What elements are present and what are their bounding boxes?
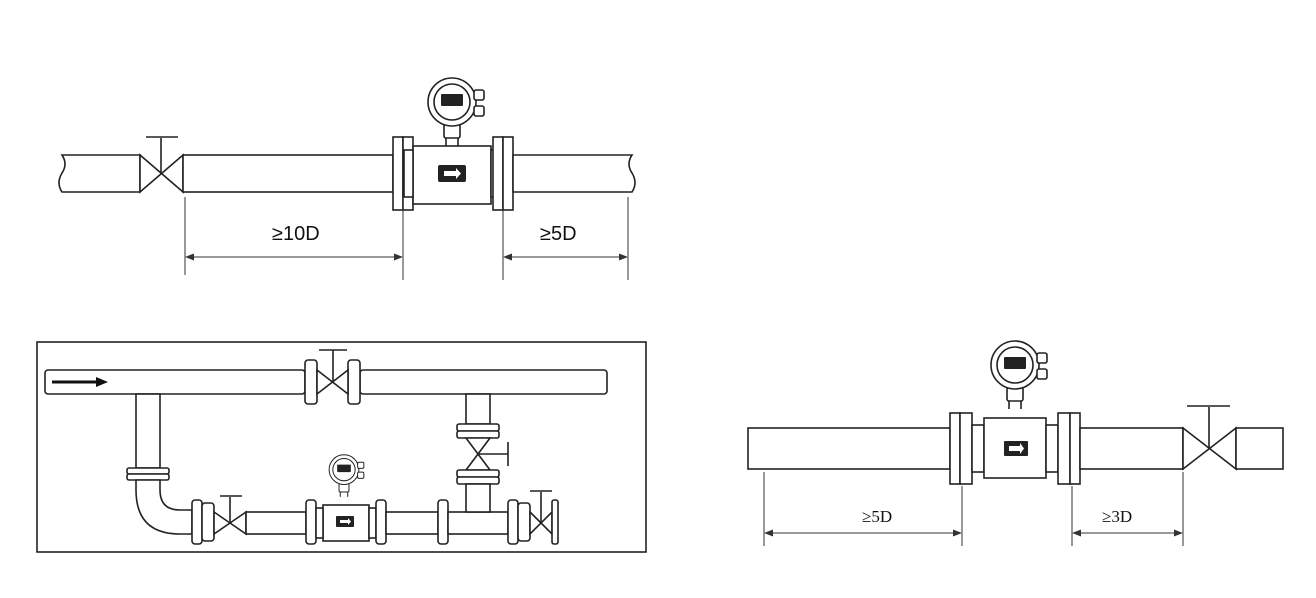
bypass-main-pipe-right: [359, 369, 608, 395]
bypass-inlet-valve: [191, 495, 247, 545]
right-downstream-flange: [1057, 412, 1071, 485]
top-downstream-flange: [492, 136, 504, 211]
right-upstream-label: ≥5D: [862, 507, 892, 526]
top-downstream-label: ≥5D: [540, 223, 577, 245]
top-outlet-pipe: [512, 154, 636, 193]
top-upstream-label: ≥10D: [272, 223, 320, 245]
right-outlet-pipe: [1235, 427, 1284, 470]
bypass-riser-valve: [464, 437, 509, 471]
bypass-riser-pipe: [465, 393, 491, 425]
bypass-diagram: [36, 341, 647, 553]
bypass-outlet-valve: [507, 490, 559, 545]
top-diagram: ≥10D ≥5D: [58, 77, 636, 280]
top-upstream-flange: [392, 136, 404, 211]
bypass-left-drop-pipe: [135, 393, 161, 469]
right-upstream-pipe: [747, 427, 951, 470]
right-gate-valve: [1182, 405, 1237, 471]
right-downstream-label: ≥3D: [1102, 507, 1132, 526]
bypass-main-valve: [304, 349, 361, 405]
bypass-flow-arrow-icon: [52, 377, 108, 387]
right-transmitter-head-icon: [990, 340, 1048, 410]
top-gate-valve: [139, 136, 184, 194]
right-diagram: ≥5D ≥3D: [747, 340, 1284, 546]
top-transmitter-head-icon: [427, 77, 485, 147]
right-upstream-flange: [949, 412, 961, 485]
right-downstream-pipe: [1079, 427, 1184, 470]
top-inlet-pipe: [58, 154, 141, 193]
top-upstream-pipe: [182, 154, 394, 193]
